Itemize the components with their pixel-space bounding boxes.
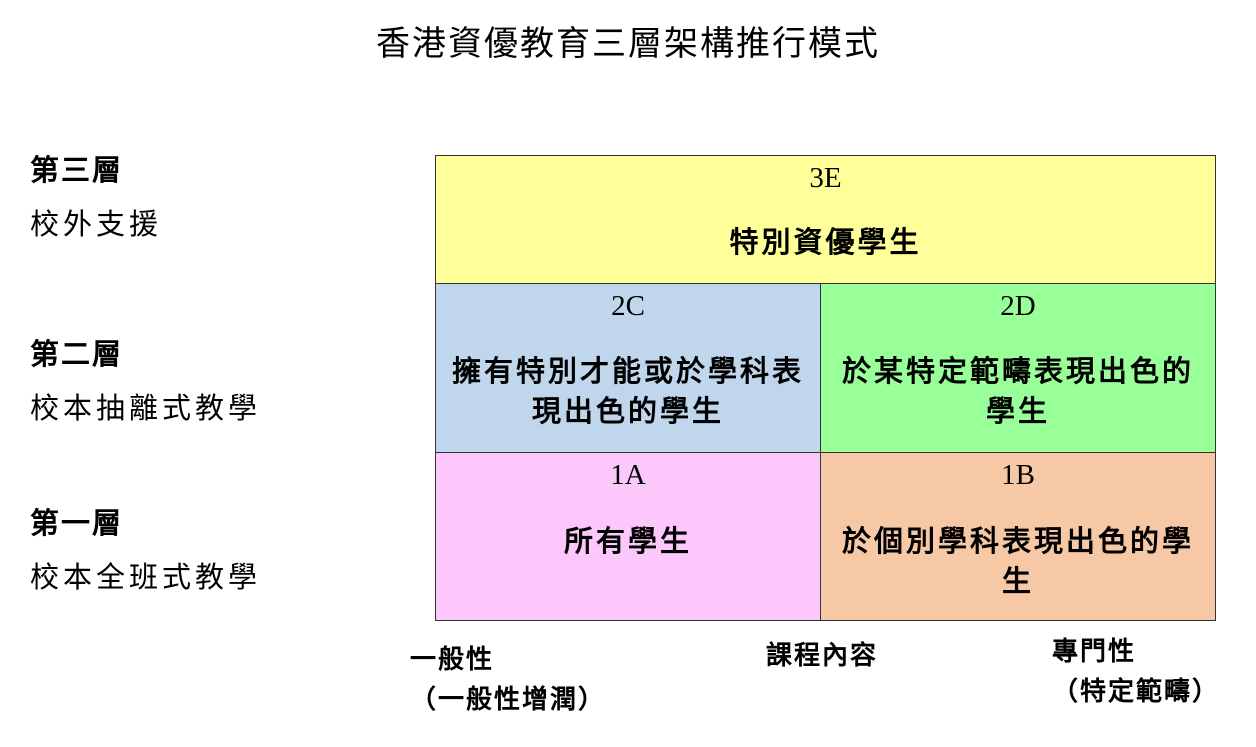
layer-2-name: 第二層 bbox=[30, 337, 124, 371]
layer-1-desc: 校本全班式教學 bbox=[30, 560, 262, 594]
axis-general-label: 一般性 （一般性增潤） bbox=[410, 640, 606, 720]
cell-1a-desc: 所有學生 bbox=[563, 524, 692, 558]
axis-specialized-line2: （特定範疇） bbox=[1052, 677, 1221, 707]
axis-general-line2: （一般性增潤） bbox=[410, 685, 607, 715]
cell-2d: 2D 於某特定範疇表現出色的學生 bbox=[820, 283, 1216, 453]
cell-2c-code: 2C bbox=[611, 290, 645, 322]
cell-1b-code: 1B bbox=[1001, 459, 1035, 491]
layer-2-label: 第二層 校本抽離式教學 bbox=[30, 334, 410, 428]
cell-2c: 2C 擁有特別才能或於學科表現出色的學生 bbox=[435, 283, 821, 453]
axis-specialized-label: 專門性 （特定範疇） bbox=[1052, 632, 1220, 712]
cell-2d-code: 2D bbox=[1000, 290, 1036, 322]
cell-2c-desc: 擁有特別才能或於學科表現出色的學生 bbox=[451, 354, 804, 428]
axis-specialized-line1: 專門性 bbox=[1052, 637, 1137, 667]
cell-1a-code: 1A bbox=[610, 459, 646, 491]
cell-3e-desc: 特別資優學生 bbox=[729, 225, 922, 259]
axis-general-line1: 一般性 bbox=[410, 645, 495, 675]
cell-1b: 1B 於個別學科表現出色的學生 bbox=[820, 452, 1216, 621]
layer-2-desc: 校本抽離式教學 bbox=[30, 391, 262, 425]
layer-3-name: 第三層 bbox=[30, 153, 124, 187]
cell-2d-desc: 於某特定範疇表現出色的學生 bbox=[841, 354, 1194, 428]
cell-1a: 1A 所有學生 bbox=[435, 452, 821, 621]
cell-3e-code: 3E bbox=[809, 162, 842, 194]
diagram-title: 香港資優教育三層架構推行模式 bbox=[376, 24, 880, 64]
layer-1-name: 第一層 bbox=[30, 506, 124, 540]
layer-3-desc: 校外支援 bbox=[30, 207, 163, 241]
cell-1b-desc: 於個別學科表現出色的學生 bbox=[841, 524, 1194, 598]
layer-3-label: 第三層 校外支援 bbox=[30, 150, 410, 244]
cell-3e: 3E 特別資優學生 bbox=[435, 155, 1216, 284]
axis-curriculum-label: 課程內容 bbox=[766, 641, 879, 671]
layer-1-label: 第一層 校本全班式教學 bbox=[30, 503, 410, 597]
